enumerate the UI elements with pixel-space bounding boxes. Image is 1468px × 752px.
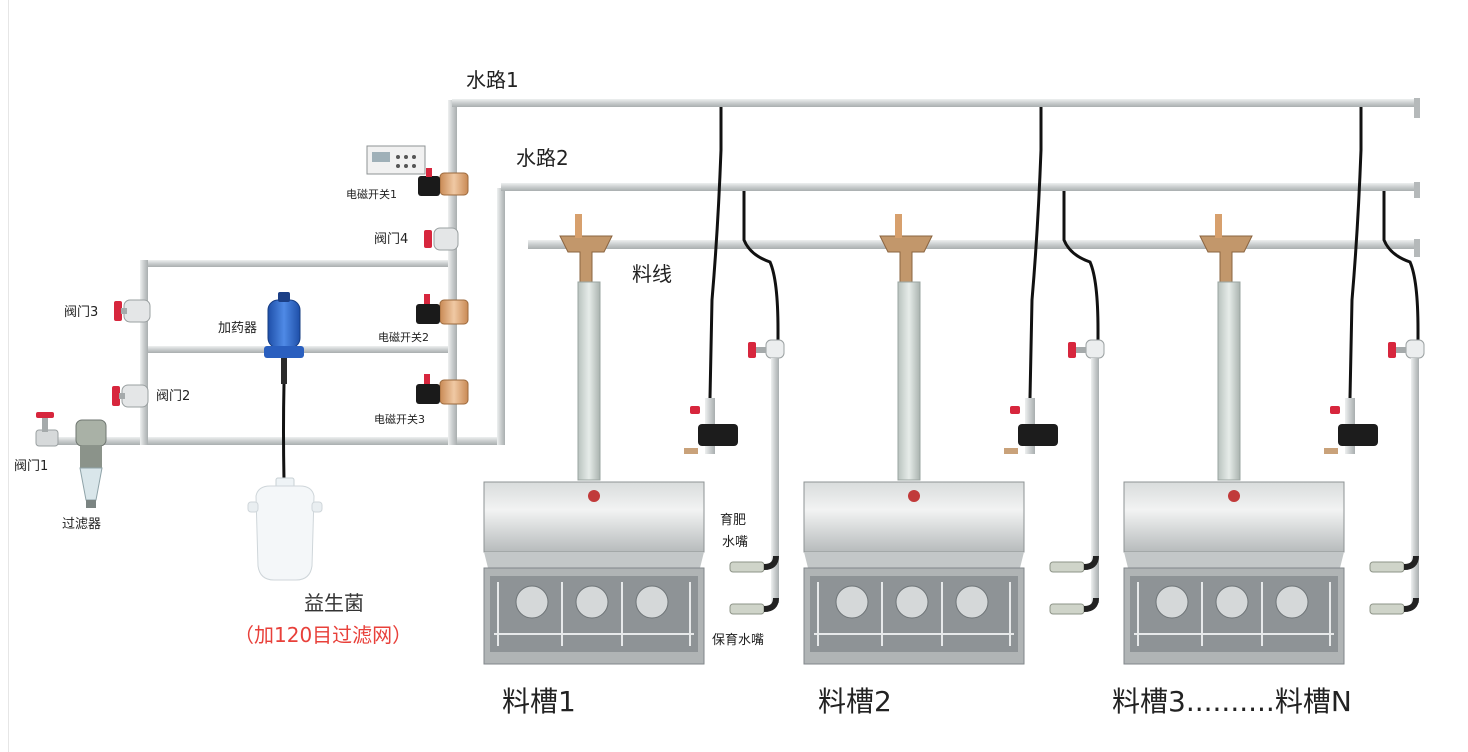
valve-1-label: 阀门1 (14, 459, 49, 474)
solenoid-2-icon (416, 294, 469, 325)
valve-3-label: 阀门3 (64, 305, 99, 320)
solenoid-3-icon (416, 374, 469, 405)
water-line-1-pipe (452, 99, 1420, 107)
water-line-2-pipe (501, 183, 1420, 191)
solenoid-1-icon (418, 168, 469, 196)
valve-4-label: 阀门4 (374, 232, 409, 247)
valve-4-icon (424, 227, 459, 251)
solenoid-3-label: 电磁开关3 (374, 413, 425, 426)
solenoid-1-label: 电磁开关1 (346, 188, 397, 201)
finisher-nipple-label-2: 水嘴 (722, 535, 749, 550)
water-line-1-label: 水路1 (466, 68, 519, 92)
feed-station-1 (483, 107, 785, 665)
controller-box-icon (366, 145, 426, 175)
probiotic-note: （加120目过滤网） (234, 623, 413, 647)
left-riser-pipe (140, 260, 148, 445)
valve-2-label: 阀门2 (156, 389, 191, 404)
feed-line-pipe (528, 240, 1420, 249)
trough-2-label: 料槽2 (818, 685, 892, 718)
nursery-nipple-label: 保育水嘴 (712, 633, 765, 648)
valve-3-icon (114, 299, 151, 323)
finisher-nipple-label-1: 育肥 (720, 513, 747, 528)
doser-label: 加药器 (218, 321, 258, 336)
bypass-pipe-top (144, 260, 456, 267)
solenoid-2-label: 电磁开关2 (378, 331, 429, 344)
probiotic-label: 益生菌 (304, 591, 364, 615)
feed-line-label: 料线 (632, 262, 672, 286)
filter-label: 过滤器 (62, 517, 102, 532)
frame-border (8, 0, 9, 752)
valve-1-icon (35, 412, 59, 447)
main-riser-pipe (448, 100, 457, 445)
water-line-2-label: 水路2 (516, 146, 569, 170)
trough-1-label: 料槽1 (502, 685, 576, 718)
valve-2-icon (112, 384, 149, 408)
trough-3-n-label: 料槽3..........料槽N (1112, 685, 1352, 718)
line2-riser-pipe (497, 188, 505, 445)
filter-icon (75, 419, 107, 508)
probiotic-bucket-icon (247, 477, 323, 581)
doser-icon (264, 292, 304, 481)
main-supply-pipe (44, 437, 504, 445)
